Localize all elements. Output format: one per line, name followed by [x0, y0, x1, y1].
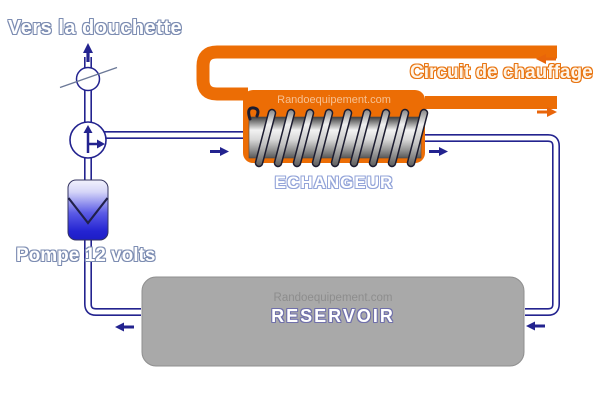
shower-flow-arrow	[83, 43, 93, 62]
label-pump: Pompe 12 volts	[16, 245, 156, 266]
reservoir-tank	[141, 276, 525, 367]
flow-arrow-to-pump	[115, 322, 134, 332]
flow-arrow-into-reservoir	[526, 321, 545, 331]
pump-symbol	[67, 179, 109, 241]
watermark-exchanger: Randoequipement.com	[277, 94, 391, 106]
valve-icon	[59, 66, 118, 92]
heating-loop-pipe	[196, 45, 557, 101]
heating-supply-arrow	[537, 107, 557, 117]
flow-arrow-to-exchanger	[210, 147, 229, 156]
label-exchanger: ECHANGEUR	[274, 173, 394, 192]
label-heating-circuit: Circuit de chauffage	[410, 62, 593, 83]
exchanger-coil	[247, 106, 429, 168]
label-reservoir: RESERVOIR	[271, 306, 395, 326]
junction-tee-icon	[69, 121, 107, 159]
heating-return-arrow	[536, 54, 556, 64]
label-to-shower: Vers la douchette	[8, 17, 183, 39]
watermark-reservoir: Randoequipement.com	[273, 292, 393, 304]
cold-water-pipes	[84, 57, 560, 316]
flow-arrow-from-exchanger	[429, 147, 448, 156]
